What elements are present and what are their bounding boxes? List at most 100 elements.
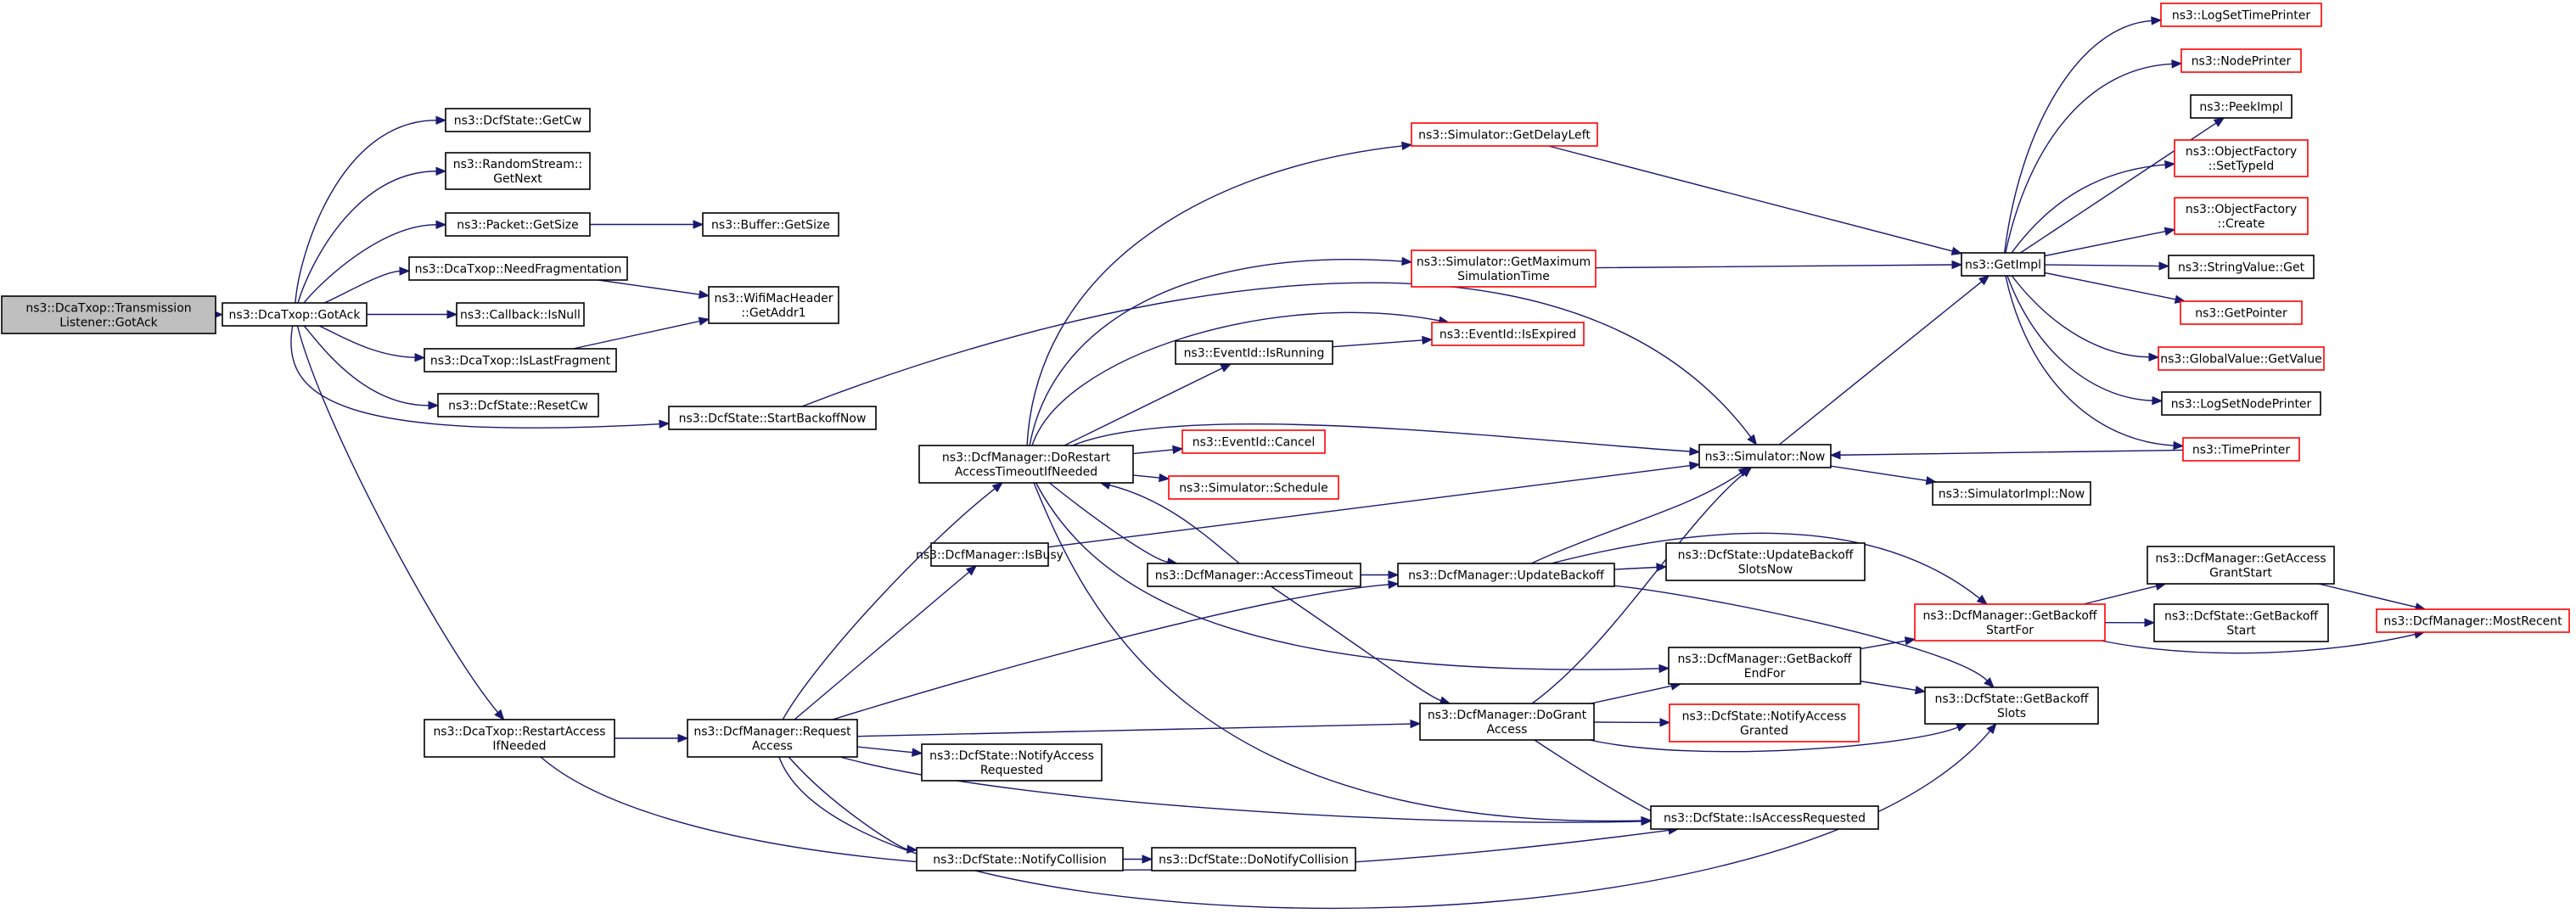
edge-getimpl-to-peekimpl: [2019, 122, 2217, 254]
node-notifycoll[interactable]: ns3::DcfState::NotifyCollision: [916, 847, 1124, 871]
edge-arrowhead-pktgetsize-to-bufgetsize: [693, 220, 704, 229]
edge-updatebackoff-to-getbackoffslots: [1614, 585, 1988, 681]
node-box: [424, 719, 615, 758]
edge-gotack-to-rsgetnext: [297, 171, 437, 304]
node-resetcw[interactable]: ns3::DcfState::ResetCw: [437, 393, 599, 417]
node-gotack[interactable]: ns3::DcaTxop::GotAck: [222, 302, 368, 327]
node-box: [668, 406, 877, 430]
edge-arrowhead-getimpl-to-timeprinter: [2173, 440, 2185, 451]
edge-getbackoffend-to-getbackoffstart: [1860, 640, 1906, 650]
node-box: [2174, 197, 2309, 235]
node-isbusy[interactable]: ns3::DcfManager::IsBusy: [916, 542, 1064, 567]
node-label: Access: [752, 740, 793, 754]
node-label: ns3::DcfManager::DoGrant: [1428, 709, 1587, 722]
node-simnow[interactable]: ns3::Simulator::Now: [1698, 444, 1832, 468]
node-label: GrantStart: [2209, 567, 2272, 580]
node-label: AccessTimeoutIfNeeded: [955, 466, 1097, 479]
node-needfrag[interactable]: ns3::DcaTxop::NeedFragmentation: [408, 256, 628, 281]
edge-evisrunning-to-evisexpired: [1332, 339, 1423, 348]
edge-reqaccess-to-updatebackoff: [832, 584, 1389, 720]
edge-arrowhead-dorestart-to-evisrunning: [1220, 363, 1232, 373]
node-box: [2153, 603, 2329, 642]
edge-reqaccess-to-isbusy: [794, 571, 970, 720]
node-getcw[interactable]: ns3::DcfState::GetCw: [445, 108, 591, 132]
node-islastfrag[interactable]: ns3::DcaTxop::IsLastFragment: [424, 348, 617, 373]
node-label: ns3::Packet::GetSize: [457, 219, 578, 233]
node-label: ns3::DcfManager::Request: [693, 726, 851, 739]
node-label: ns3::NodePrinter: [2192, 55, 2292, 69]
node-nodeprinter[interactable]: ns3::NodePrinter: [2180, 48, 2302, 73]
node-rsgetnext[interactable]: ns3::RandomStream::GetNext: [445, 152, 591, 190]
node-label: ns3::ObjectFactory: [2186, 203, 2297, 216]
node-acctimeout[interactable]: ns3::DcfManager::AccessTimeout: [1147, 563, 1361, 587]
node-getimpl[interactable]: ns3::GetImpl: [1961, 252, 2046, 277]
node-dorestart[interactable]: ns3::DcfManager::DoRestartAccessTimeoutI…: [918, 445, 1134, 484]
edge-arrowhead-gotack-to-islastfrag: [414, 353, 426, 362]
edge-arrowhead-reqaccess-to-getbackoffslots: [1986, 722, 1997, 735]
node-peekimpl[interactable]: ns3::PeekImpl: [2190, 94, 2293, 119]
node-getpointer[interactable]: ns3::GetPointer: [2180, 300, 2303, 325]
edge-arrowhead-reqaccess-to-isbusy: [965, 565, 978, 576]
edge-arrowhead-gotack-to-pktgetsize: [435, 220, 447, 230]
node-bufgetsize[interactable]: ns3::Buffer::GetSize: [702, 212, 839, 237]
node-getdelayleft[interactable]: ns3::Simulator::GetDelayLeft: [1411, 122, 1598, 147]
edge-arrowhead-dorestart-to-getdelayleft: [1400, 141, 1413, 151]
node-evisrunning[interactable]: ns3::EventId::IsRunning: [1175, 340, 1333, 365]
edge-arrowhead-getbackoffend-to-getbackoffslots: [1914, 686, 1927, 695]
node-box: [1147, 563, 1361, 587]
node-ofsettypeid[interactable]: ns3::ObjectFactory::SetTypeId: [2174, 139, 2309, 177]
edge-arrowhead-getbackoffend-to-getbackoffstart: [1904, 636, 1917, 646]
edge-arrowhead-getimpl-to-nodeprinter: [2171, 59, 2183, 69]
node-label: GetNext: [493, 172, 542, 186]
node-globalvalget[interactable]: ns3::GlobalValue::GetValue: [2158, 346, 2325, 371]
node-simschedule[interactable]: ns3::Simulator::Schedule: [1168, 475, 1339, 500]
node-label: ns3::DcfManager::UpdateBackoff: [1408, 569, 1604, 583]
node-simimplnow[interactable]: ns3::SimulatorImpl::Now: [1932, 481, 2091, 506]
node-box: [445, 152, 591, 190]
node-box: [1650, 805, 1879, 830]
node-logsetnode[interactable]: ns3::LogSetNodePrinter: [2161, 391, 2321, 416]
node-box: [445, 108, 591, 132]
node-box: [424, 348, 617, 373]
node-timeprinter[interactable]: ns3::TimePrinter: [2182, 437, 2300, 462]
node-pktgetsize[interactable]: ns3::Packet::GetSize: [445, 212, 591, 237]
node-updatebackoff[interactable]: ns3::DcfManager::UpdateBackoff: [1397, 563, 1615, 587]
node-logsettime[interactable]: ns3::LogSetTimePrinter: [2160, 3, 2322, 27]
node-evisexpired[interactable]: ns3::EventId::IsExpired: [1431, 322, 1585, 346]
edge-dorestart-to-simnow: [1072, 423, 1691, 452]
edge-arrowhead-getbackoffstart-to-dcfgetbackstart: [2144, 618, 2156, 628]
edge-gotack-to-restartaccess: [296, 325, 499, 714]
edge-reqaccess-to-dogrant: [856, 723, 1411, 737]
edge-getimpl-to-nodeprinter: [2005, 63, 2173, 254]
edge-startbackoff-to-simnow: [801, 282, 1752, 438]
node-wifiaddr1[interactable]: ns3::WifiMacHeader::GetAddr1: [708, 286, 839, 324]
edge-dogrant-to-simnow: [1531, 473, 1745, 704]
edge-getbackoffend-to-getbackoffslots: [1860, 681, 1917, 691]
edge-arrowhead-isbusy-to-simnow: [1688, 461, 1701, 470]
node-mostrecent[interactable]: ns3::DcfManager::MostRecent: [2376, 608, 2570, 633]
node-startbackoff[interactable]: ns3::DcfState::StartBackoffNow: [668, 406, 877, 430]
node-donotifycoll[interactable]: ns3::DcfState::DoNotifyCollision: [1151, 847, 1356, 871]
node-evcancel[interactable]: ns3::EventId::Cancel: [1181, 429, 1326, 454]
node-ofcreate[interactable]: ns3::ObjectFactory::Create: [2174, 197, 2309, 235]
node-isaccreq[interactable]: ns3::DcfState::IsAccessRequested: [1650, 805, 1879, 830]
node-box: [1181, 429, 1326, 454]
node-cbisnull[interactable]: ns3::Callback::IsNull: [456, 302, 585, 327]
node-label: ns3::LogSetTimePrinter: [2172, 9, 2311, 23]
edge-dorestart-to-acctimeout: [1048, 482, 1169, 563]
node-label: ns3::EventId::Cancel: [1193, 436, 1316, 450]
node-strvalget[interactable]: ns3::StringValue::Get: [2168, 255, 2315, 279]
